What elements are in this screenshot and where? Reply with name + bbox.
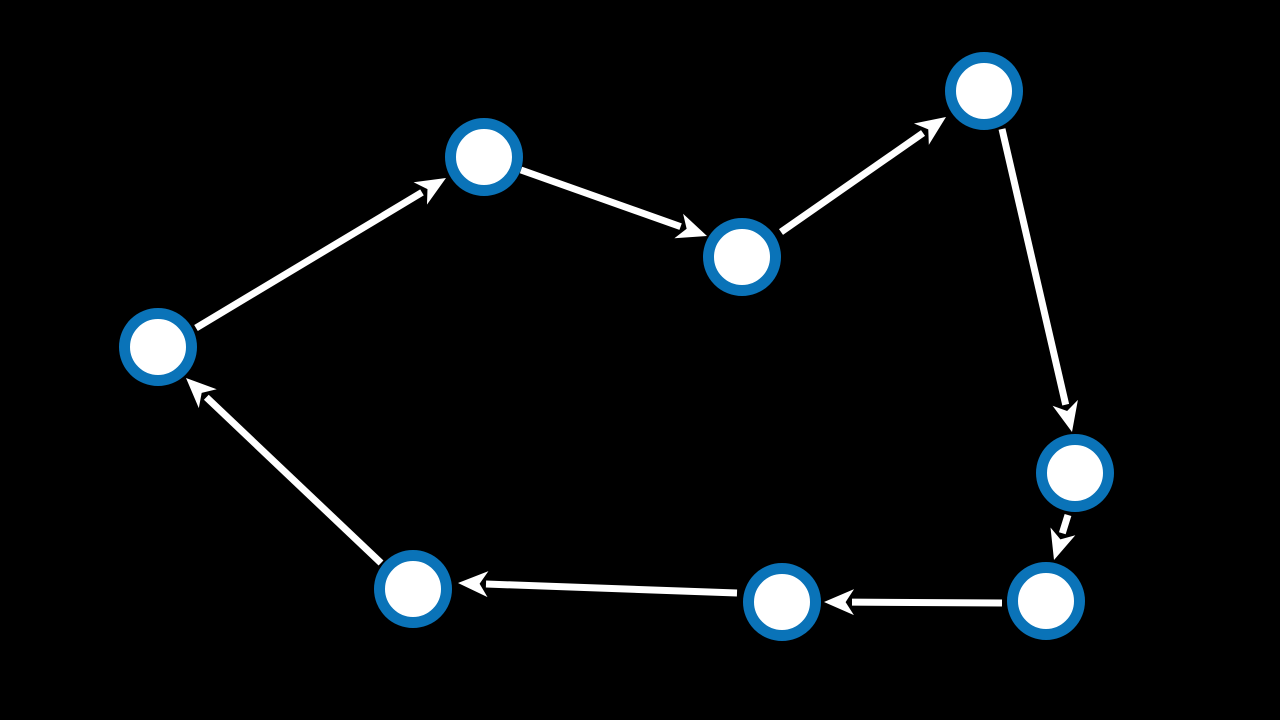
graph-edge[interactable] — [824, 589, 1003, 616]
edge-line — [851, 598, 1003, 607]
edge-line — [1058, 513, 1072, 535]
graph-node[interactable] — [119, 308, 197, 386]
edge-arrowhead-icon — [1050, 527, 1076, 560]
graph-edge[interactable] — [1050, 513, 1076, 560]
node-circle — [1036, 434, 1114, 512]
graph-node[interactable] — [703, 218, 781, 296]
edge-arrowhead-icon — [913, 117, 946, 145]
graph-node[interactable] — [374, 550, 452, 628]
graph-node[interactable] — [445, 118, 523, 196]
edge-line — [778, 130, 926, 235]
edge-arrowhead-icon — [1052, 399, 1078, 432]
graph-edge[interactable] — [458, 571, 738, 598]
graph-edge[interactable] — [519, 166, 707, 239]
edge-line — [194, 189, 424, 332]
graph-node[interactable] — [945, 52, 1023, 130]
node-circle — [1007, 562, 1085, 640]
node-circle — [374, 550, 452, 628]
edge-arrowhead-icon — [186, 378, 217, 409]
edge-arrowhead-icon — [674, 213, 707, 239]
edge-arrowhead-icon — [458, 571, 489, 598]
edge-arrowhead-icon — [824, 589, 855, 616]
graph-node[interactable] — [1036, 434, 1114, 512]
edges-layer — [186, 117, 1078, 616]
node-circle — [945, 52, 1023, 130]
edge-arrowhead-icon — [413, 178, 446, 205]
edge-line — [485, 580, 738, 597]
graph-edge[interactable] — [186, 378, 384, 566]
edge-line — [519, 166, 682, 230]
node-circle — [445, 118, 523, 196]
graph-edge[interactable] — [998, 128, 1078, 432]
node-circle — [703, 218, 781, 296]
edge-line — [203, 394, 384, 566]
graph-node[interactable] — [743, 563, 821, 641]
graph-edge[interactable] — [194, 178, 446, 332]
edge-line — [998, 128, 1070, 406]
graph-node[interactable] — [1007, 562, 1085, 640]
nodes-layer — [119, 52, 1114, 641]
graph-edge[interactable] — [778, 117, 946, 235]
node-circle — [743, 563, 821, 641]
node-circle — [119, 308, 197, 386]
